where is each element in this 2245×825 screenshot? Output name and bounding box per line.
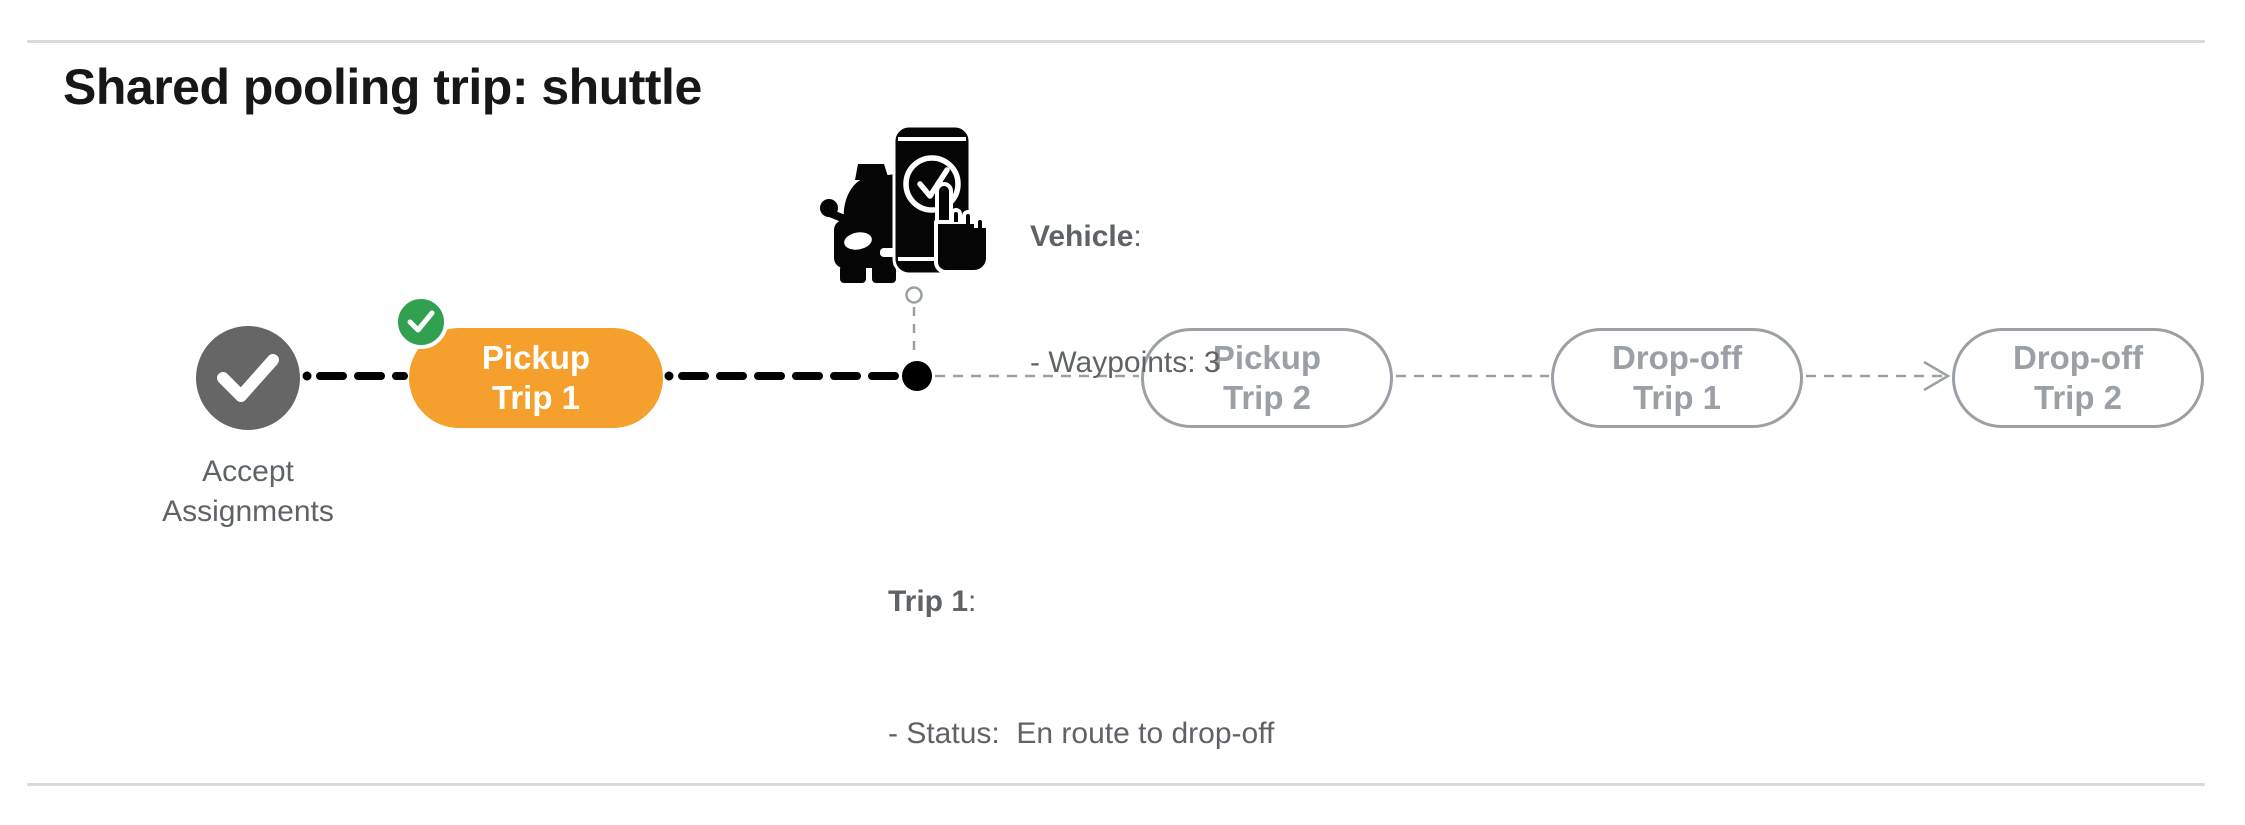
connector-start-dot — [664, 371, 674, 381]
vehicle-info-heading: Vehicle — [1030, 220, 1134, 253]
accept-assignments-label: Accept Assignments — [162, 455, 334, 528]
node-dropoff-trip2: Drop-off Trip 2 — [1952, 328, 2204, 428]
vehicle-waypoints-line: - Waypoints: 3 — [1030, 346, 1221, 379]
current-position-dot — [902, 361, 932, 391]
trip1-status-line: - Status: En route to drop-off — [888, 717, 1275, 750]
node-pickup-trip2: Pickup Trip 2 — [1141, 328, 1393, 428]
trip1-heading: Trip 1 — [888, 585, 969, 618]
bottom-divider — [27, 783, 2205, 786]
page-title: Shared pooling trip: shuttle — [63, 59, 702, 115]
arrow-right-icon — [1923, 360, 1951, 392]
connector-start-dot — [302, 371, 312, 381]
vehicle-info-text: Vehicle: - Waypoints: 3 — [1030, 132, 1221, 468]
node-pickup-trip1: Pickup Trip 1 — [409, 328, 663, 428]
trip1-complete-badge — [394, 295, 448, 349]
trip-info-text: Trip 1: - Status: En route to drop-off -… — [888, 492, 1274, 825]
check-icon — [407, 310, 435, 333]
vehicle-stem-circle — [905, 286, 923, 304]
accept-assignments-node — [196, 326, 300, 430]
node-dropoff-trip1: Drop-off Trip 1 — [1551, 328, 1803, 428]
vehicle-phone-check-icon — [820, 124, 988, 283]
check-icon — [217, 354, 279, 402]
top-divider — [27, 40, 2205, 43]
